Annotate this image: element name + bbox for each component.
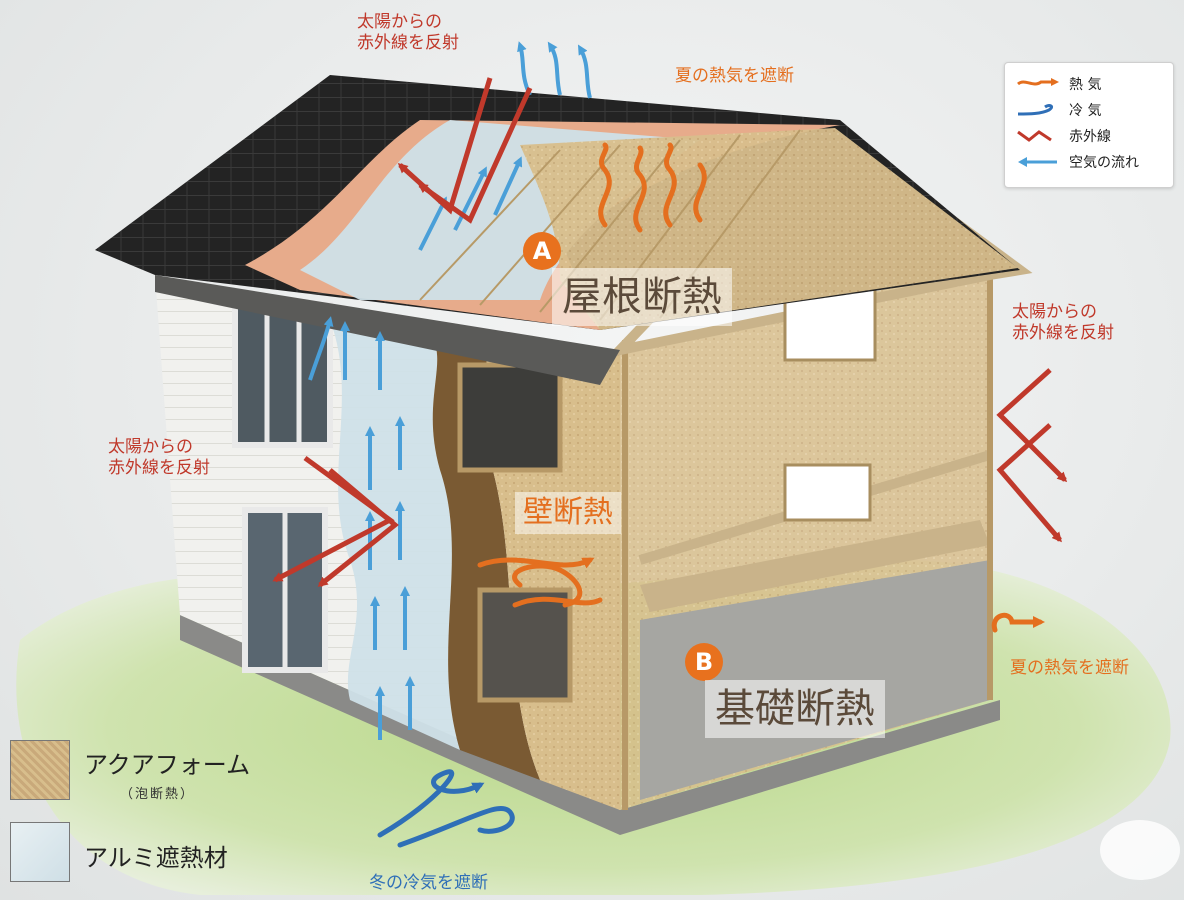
aluminum-swatch [10, 822, 70, 882]
badge-a: A [523, 232, 561, 270]
window-upper-left [232, 302, 333, 448]
legend-box: 熱 気 冷 気 赤外線 空気の流れ [1004, 62, 1174, 188]
legend-item-cold: 冷 気 [1015, 99, 1101, 121]
airflow-arrows [308, 41, 592, 740]
wall-insulation-label: 壁断熱 [515, 492, 621, 534]
interior-window-lower [783, 463, 872, 522]
foundation-slab [180, 615, 1000, 835]
interior-floor-boards [640, 520, 990, 612]
window-opening-mid [457, 362, 563, 473]
winter-cold-block-label: 冬の冷気を遮断 [369, 873, 488, 893]
legend-item-airflow: 空気の流れ [1015, 151, 1139, 173]
cold-wave-icon [1017, 104, 1053, 116]
roof-eave [155, 275, 620, 385]
legend-item-infrared: 赤外線 [1015, 125, 1111, 147]
heat-waves [477, 142, 1045, 633]
infrared-rays [272, 77, 1068, 587]
roof-insulation-label: 屋根断熱 [552, 268, 732, 326]
cold-waves [377, 769, 515, 848]
airflow-arrow-icon [1018, 157, 1057, 167]
summer-heat-block-top-label: 夏の熱気を遮断 [675, 66, 794, 86]
legend-infrared-label: 赤外線 [1069, 129, 1111, 145]
legend-cold-label: 冷 気 [1069, 103, 1102, 119]
foundation-insulation-label: 基礎断熱 [705, 680, 885, 738]
legend-heat-label: 熱 気 [1069, 77, 1102, 93]
aquafoam-sublabel: （泡断熱） [120, 787, 196, 802]
badge-b: B [685, 643, 723, 681]
aluminum-label: アルミ遮熱材 [84, 844, 228, 872]
aquafoam-swatch [10, 740, 70, 800]
window-opening-low [477, 587, 573, 703]
aluminum-foil-layer [330, 320, 460, 750]
legend-item-heat: 熱 気 [1015, 73, 1101, 95]
heat-wave-icon [1017, 78, 1059, 86]
left-ir-reflect-label: 太陽からの 赤外線を反射 [108, 437, 210, 479]
right-ir-reflect-label: 太陽からの 赤外線を反射 [1012, 302, 1114, 344]
bottom-right-cloud [1100, 820, 1180, 880]
aquafoam-label: アクアフォーム [84, 751, 251, 779]
roof-ir-reflect-label: 太陽からの 赤外線を反射 [357, 12, 459, 54]
infrared-zigzag-icon [1017, 130, 1052, 142]
summer-heat-block-right-label: 夏の熱気を遮断 [1010, 658, 1129, 678]
legend-airflow-label: 空気の流れ [1069, 155, 1139, 171]
